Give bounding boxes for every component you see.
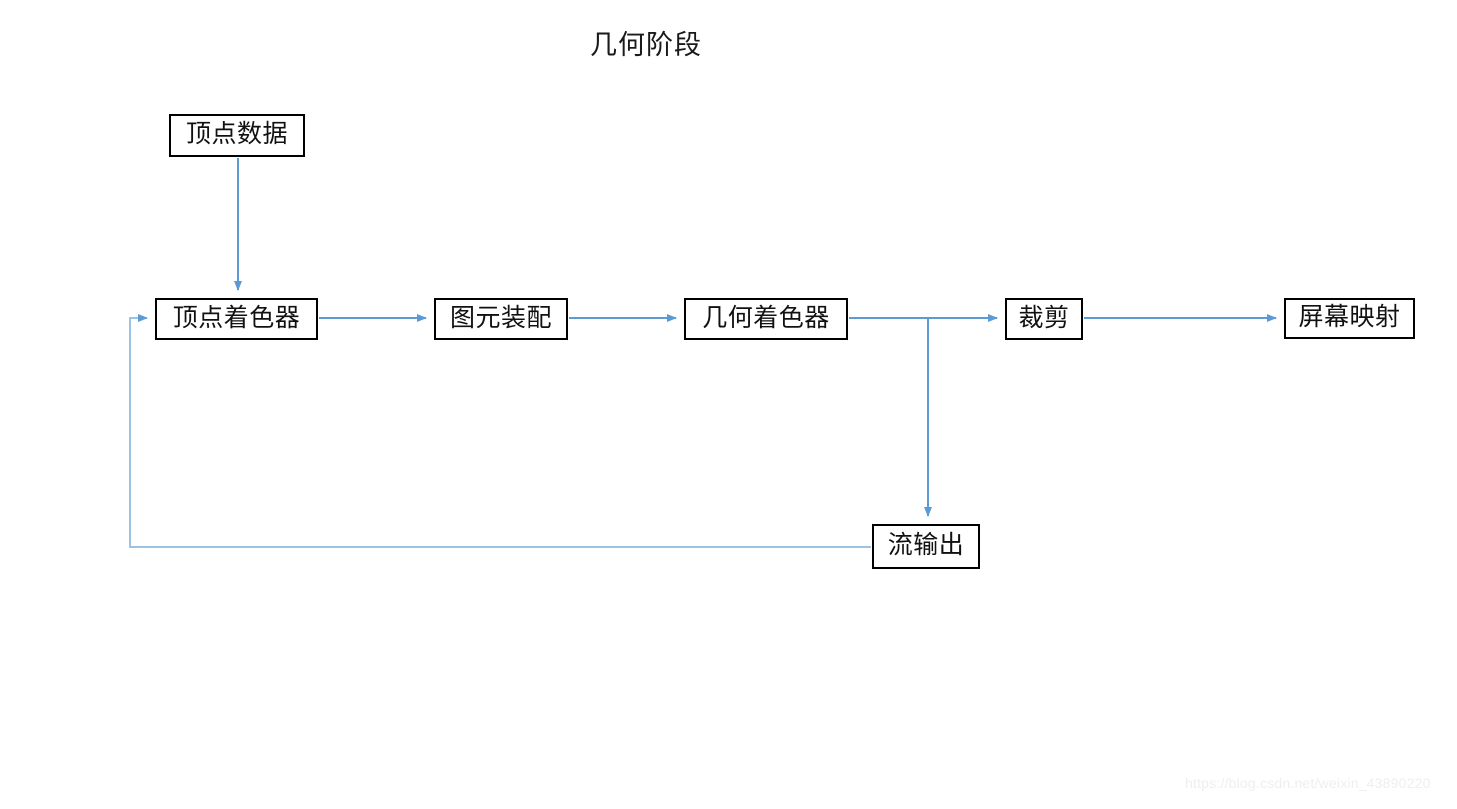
node-clipping-label: 裁剪 xyxy=(1018,303,1070,332)
node-geometry-shader[interactable]: 几何着色器 xyxy=(684,298,848,340)
page-title: 几何阶段 xyxy=(590,30,702,60)
node-screen-mapping[interactable]: 屏幕映射 xyxy=(1284,298,1415,339)
watermark-text: https://blog.csdn.net/weixin_43890220 xyxy=(1185,775,1431,791)
node-vertex-shader-label: 顶点着色器 xyxy=(172,303,301,332)
node-primitive-assembly-label: 图元装配 xyxy=(449,303,552,332)
node-vertex-data[interactable]: 顶点数据 xyxy=(169,114,305,157)
node-vertex-data-label: 顶点数据 xyxy=(185,120,288,148)
node-clipping[interactable]: 裁剪 xyxy=(1005,298,1083,340)
node-primitive-assembly[interactable]: 图元装配 xyxy=(434,298,568,340)
node-vertex-shader[interactable]: 顶点着色器 xyxy=(155,298,318,340)
node-geometry-shader-label: 几何着色器 xyxy=(702,303,830,332)
node-stream-output[interactable]: 流输出 xyxy=(872,524,980,569)
node-stream-output-label: 流输出 xyxy=(887,531,965,559)
node-screen-mapping-label: 屏幕映射 xyxy=(1298,303,1401,331)
connector-stream-output-to-vertex-shader xyxy=(129,314,871,548)
